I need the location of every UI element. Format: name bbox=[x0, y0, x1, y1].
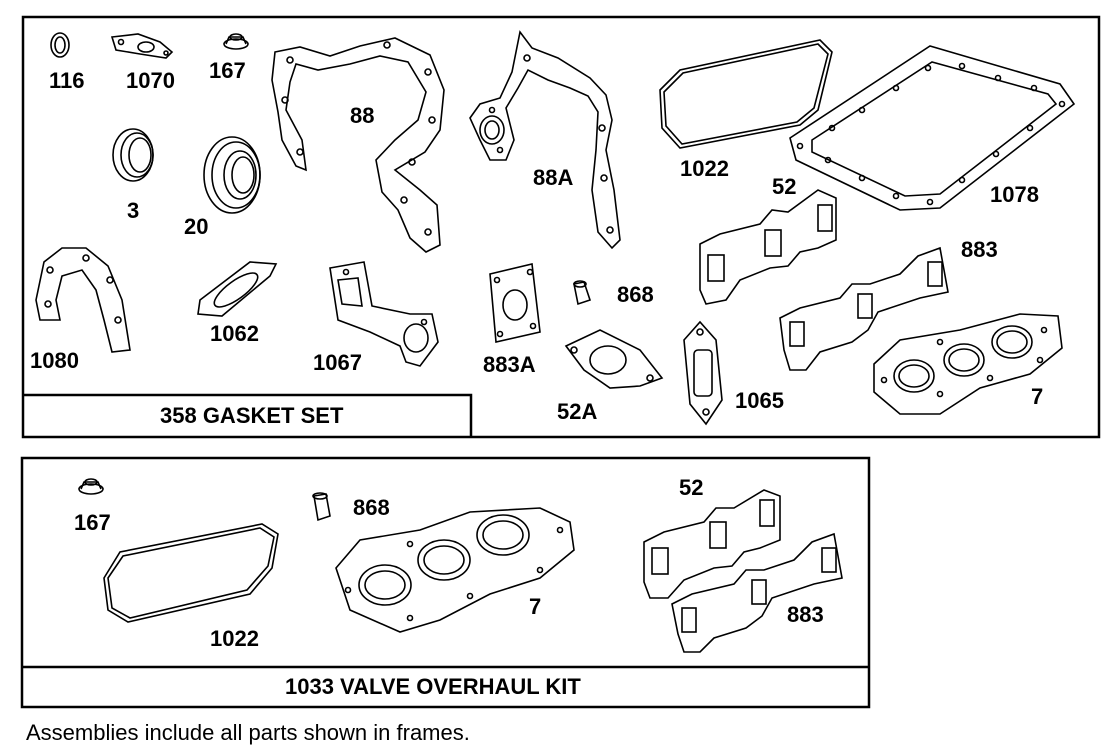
kit-part-868-seal bbox=[312, 492, 331, 522]
part-1070-gasket bbox=[110, 33, 174, 59]
part-1078-gasket bbox=[789, 45, 1076, 211]
part-1080-gasket bbox=[35, 247, 131, 353]
kit-label-1022: 1022 bbox=[210, 626, 259, 651]
part-1067-gasket bbox=[329, 261, 439, 367]
label-883a: 883A bbox=[483, 352, 536, 377]
label-1067: 1067 bbox=[313, 350, 362, 375]
kit-label-868: 868 bbox=[353, 495, 390, 520]
part-1022-seal bbox=[659, 39, 833, 149]
valve-kit-frame bbox=[20, 456, 871, 709]
label-7: 7 bbox=[1031, 384, 1044, 409]
label-3: 3 bbox=[127, 198, 140, 223]
label-1078: 1078 bbox=[990, 182, 1039, 207]
part-116-oring bbox=[50, 32, 70, 58]
kit-part-1022-seal bbox=[103, 523, 279, 623]
part-88-gasket bbox=[271, 37, 445, 253]
valve-kit-title: 1033 VALVE OVERHAUL KIT bbox=[285, 674, 581, 699]
label-88a: 88A bbox=[533, 165, 574, 190]
part-1065-gasket bbox=[683, 320, 723, 426]
label-1080: 1080 bbox=[30, 348, 79, 373]
label-20: 20 bbox=[184, 214, 209, 239]
label-1022: 1022 bbox=[680, 156, 729, 181]
kit-label-52: 52 bbox=[679, 475, 704, 500]
label-1065: 1065 bbox=[735, 388, 784, 413]
label-88: 88 bbox=[350, 103, 375, 128]
label-52: 52 bbox=[772, 174, 797, 199]
gasket-set-frame bbox=[21, 15, 1101, 439]
gasket-set-title-box bbox=[23, 393, 473, 437]
part-88a-gasket bbox=[469, 30, 621, 250]
part-3-seal bbox=[112, 128, 154, 182]
kit-label-7: 7 bbox=[529, 594, 542, 619]
kit-label-883: 883 bbox=[787, 602, 824, 627]
part-883a-gasket bbox=[489, 263, 541, 343]
label-1070: 1070 bbox=[126, 68, 175, 93]
part-883-gasket bbox=[779, 246, 949, 371]
part-7-head-gasket bbox=[873, 313, 1063, 415]
label-52a: 52A bbox=[557, 399, 598, 424]
kit-part-52-gasket bbox=[643, 489, 781, 599]
part-868-seal bbox=[573, 280, 592, 306]
part-52a-gasket bbox=[564, 329, 664, 389]
kit-label-167: 167 bbox=[74, 510, 111, 535]
gasket-set-title: 358 GASKET SET bbox=[160, 403, 344, 428]
label-167: 167 bbox=[209, 58, 246, 83]
label-1062: 1062 bbox=[210, 321, 259, 346]
label-883: 883 bbox=[961, 237, 998, 262]
label-116: 116 bbox=[49, 68, 85, 93]
part-52-gasket bbox=[699, 189, 837, 305]
part-1062-gasket bbox=[197, 261, 278, 317]
label-868: 868 bbox=[617, 282, 654, 307]
part-20-seal bbox=[203, 136, 261, 214]
kit-part-883-gasket bbox=[671, 532, 843, 653]
part-167-seal bbox=[223, 33, 249, 50]
kit-part-7-head-gasket bbox=[335, 507, 575, 633]
footer-note: Assemblies include all parts shown in fr… bbox=[26, 720, 470, 745]
kit-part-167-seal bbox=[78, 478, 104, 495]
